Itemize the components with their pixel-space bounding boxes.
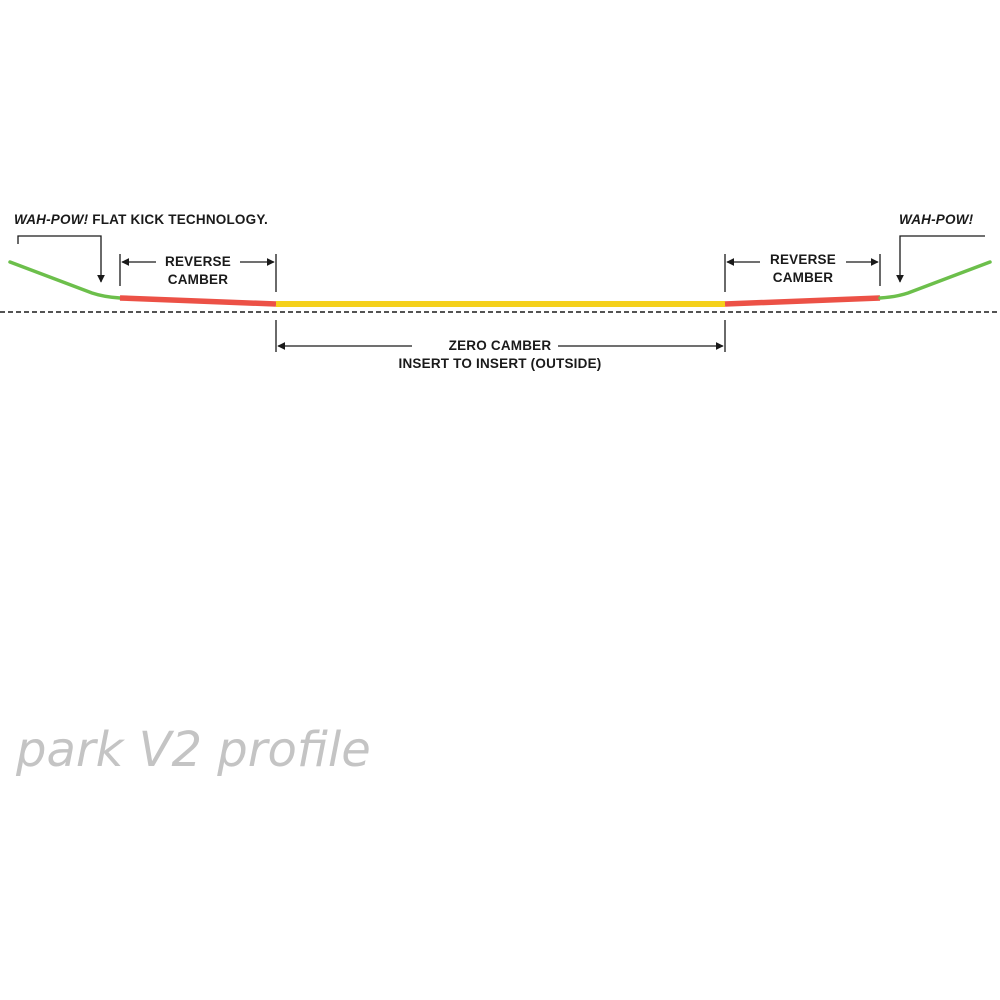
right-reverse-line1: REVERSE [770, 252, 836, 267]
zero-camber-label: ZERO CAMBER INSERT TO INSERT (OUTSIDE) [350, 337, 650, 373]
zero-camber-line1: ZERO CAMBER [448, 338, 552, 353]
left-reverse-camber-label: REVERSE CAMBER [148, 253, 248, 289]
right-reverse-camber-label: REVERSE CAMBER [753, 251, 853, 287]
zero-camber-line2: INSERT TO INSERT (OUTSIDE) [398, 356, 602, 371]
right-reverse-line2: CAMBER [772, 270, 834, 285]
left-kick-leader [17, 235, 105, 283]
left-reverse-line2: CAMBER [167, 272, 229, 287]
profile-caption: park V2 profile [16, 722, 371, 778]
left-reverse-line1: REVERSE [165, 254, 231, 269]
left-kick-text: FLAT KICK TECHNOLOGY. [88, 212, 268, 227]
left-reverse-camber-segment [119, 295, 277, 307]
right-kick-label: WAH-POW! [899, 212, 974, 227]
left-kick-label: WAH-POW! FLAT KICK TECHNOLOGY. [14, 211, 268, 229]
left-kick-segment [8, 260, 122, 300]
right-kick-leader [896, 235, 985, 283]
right-kick-segment [878, 260, 992, 300]
right-reverse-camber-segment [724, 295, 881, 307]
left-kick-brand: WAH-POW! [14, 212, 89, 227]
